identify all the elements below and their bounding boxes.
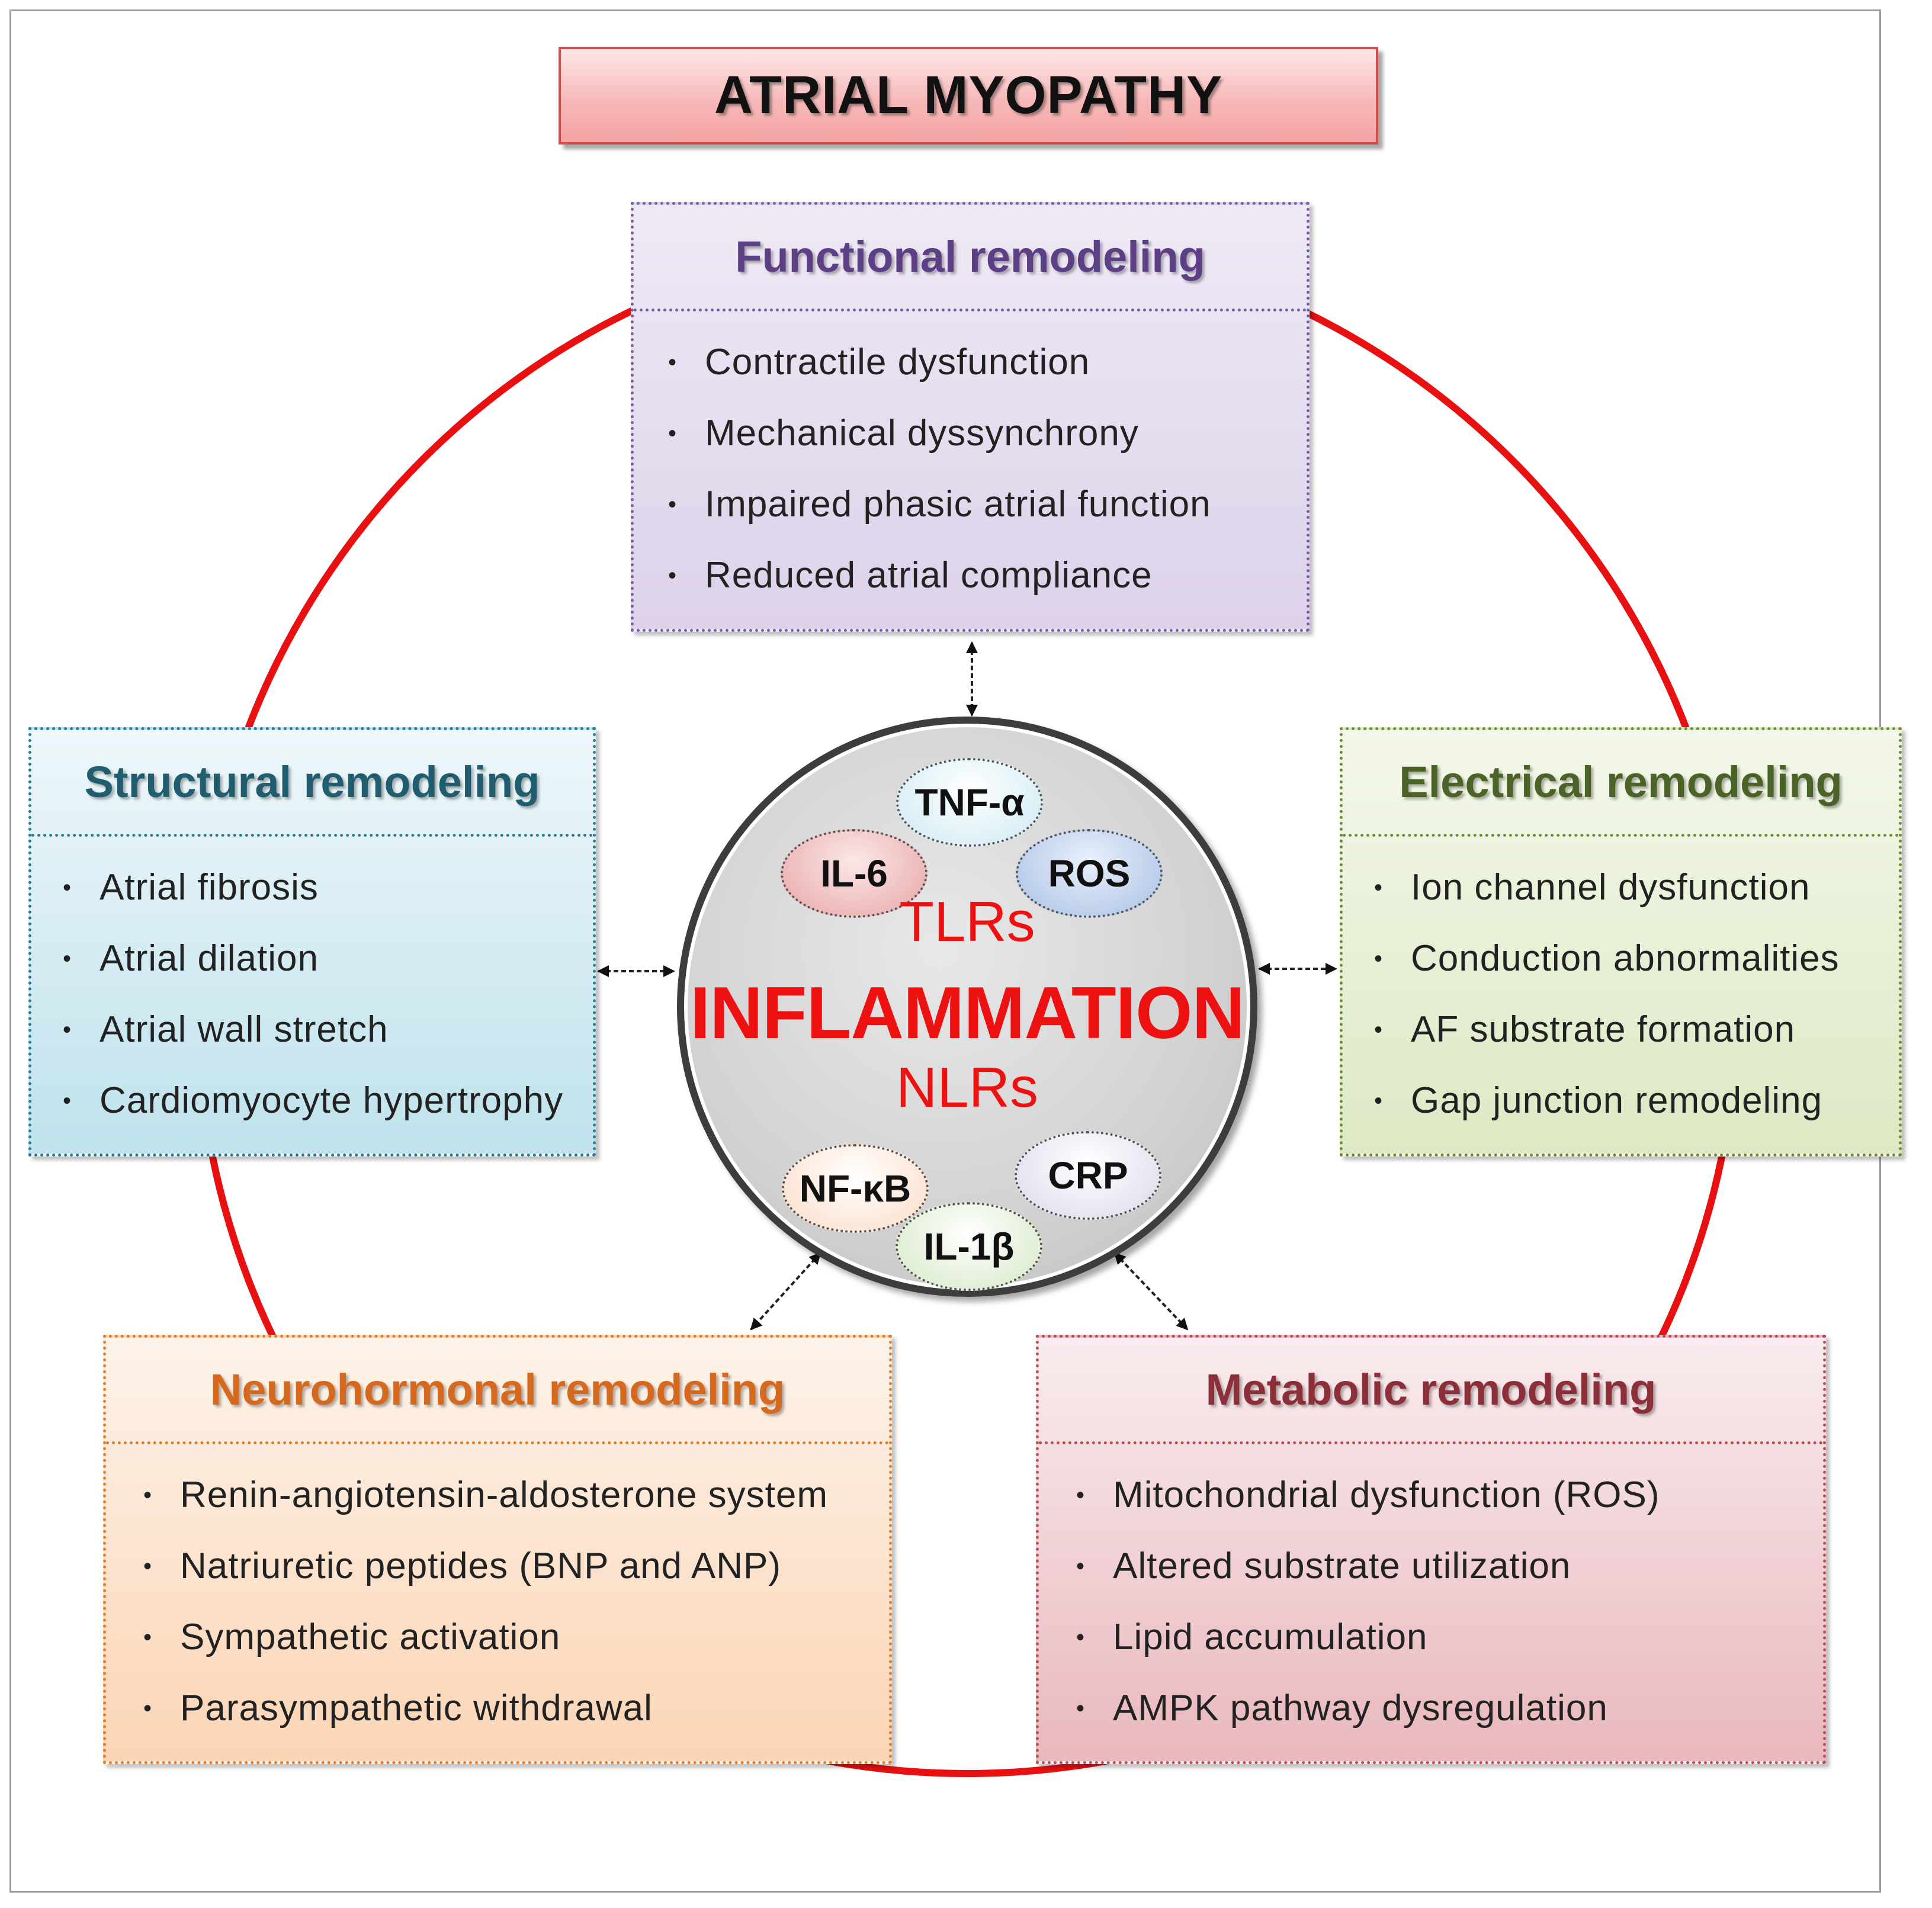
- list-item: Atrial dilation: [63, 937, 319, 979]
- list-item: Atrial fibrosis: [63, 866, 319, 908]
- panel-title: Structural remodeling: [84, 757, 540, 807]
- panel-title: Metabolic remodeling: [1205, 1365, 1657, 1414]
- list-item: Altered substrate utilization: [1076, 1545, 1571, 1587]
- arrow-metabolic: [1113, 1252, 1189, 1331]
- figure-title: ATRIAL MYOPATHY: [714, 66, 1223, 125]
- list-item: Lipid accumulation: [1076, 1616, 1428, 1658]
- list-item: Natriuretic peptides (BNP and ANP): [143, 1545, 781, 1587]
- arrow-neurohormonal: [750, 1252, 821, 1331]
- inflammation-hub: TNF-α IL-6 ROS TLRs INFLAMMATION NLRs NF…: [677, 717, 1257, 1297]
- panel-header: Functional remodeling: [634, 205, 1307, 311]
- list-item: Renin-angiotensin-aldosterone system: [143, 1474, 828, 1516]
- nlrs-label: NLRs: [896, 1056, 1039, 1119]
- mediator-ros: ROS: [1016, 829, 1163, 918]
- mediator-il-1-beta: IL-1β: [896, 1202, 1042, 1291]
- panel-header: Neurohormonal remodeling: [106, 1338, 889, 1444]
- mediator-crp: CRP: [1015, 1131, 1161, 1220]
- panel-title: Neurohormonal remodeling: [210, 1365, 785, 1414]
- list-item: Gap junction remodeling: [1374, 1080, 1822, 1122]
- mediator-tnf-alpha: TNF-α: [896, 758, 1043, 847]
- list-item: Atrial wall stretch: [63, 1008, 389, 1051]
- list-item: AMPK pathway dysregulation: [1076, 1687, 1608, 1729]
- list-item: Cardiomyocyte hypertrophy: [63, 1080, 563, 1122]
- panel-structural-remodeling: Structural remodeling Atrial fibrosis At…: [28, 727, 596, 1157]
- panel-header: Electrical remodeling: [1343, 730, 1899, 837]
- title-banner: ATRIAL MYOPATHY: [559, 47, 1378, 144]
- list-item: Conduction abnormalities: [1374, 937, 1840, 979]
- panel-electrical-remodeling: Electrical remodeling Ion channel dysfun…: [1340, 727, 1902, 1157]
- panel-neurohormonal-remodeling: Neurohormonal remodeling Renin-angiotens…: [103, 1335, 892, 1764]
- tlrs-label: TLRs: [899, 890, 1035, 953]
- list-item: Contractile dysfunction: [668, 341, 1090, 383]
- list-item: Impaired phasic atrial function: [668, 483, 1211, 525]
- list-item: Mechanical dyssynchrony: [668, 412, 1139, 454]
- mediator-nf-kappa-b: NF-κB: [782, 1144, 929, 1233]
- list-item: Ion channel dysfunction: [1374, 866, 1810, 908]
- mediator-il-6: IL-6: [781, 829, 928, 918]
- panel-header: Structural remodeling: [31, 730, 593, 837]
- inflammation-label: INFLAMMATION: [689, 972, 1245, 1054]
- panel-title: Functional remodeling: [735, 232, 1205, 281]
- list-item: Mitochondrial dysfunction (ROS): [1076, 1474, 1660, 1516]
- panel-title: Electrical remodeling: [1399, 757, 1843, 807]
- panel-header: Metabolic remodeling: [1039, 1338, 1823, 1444]
- panel-metabolic-remodeling: Metabolic remodeling Mitochondrial dysfu…: [1036, 1335, 1826, 1764]
- list-item: AF substrate formation: [1374, 1008, 1795, 1051]
- panel-functional-remodeling: Functional remodeling Contractile dysfun…: [631, 202, 1310, 632]
- list-item: Parasympathetic withdrawal: [143, 1687, 653, 1729]
- list-item: Reduced atrial compliance: [668, 554, 1153, 596]
- list-item: Sympathetic activation: [143, 1616, 560, 1658]
